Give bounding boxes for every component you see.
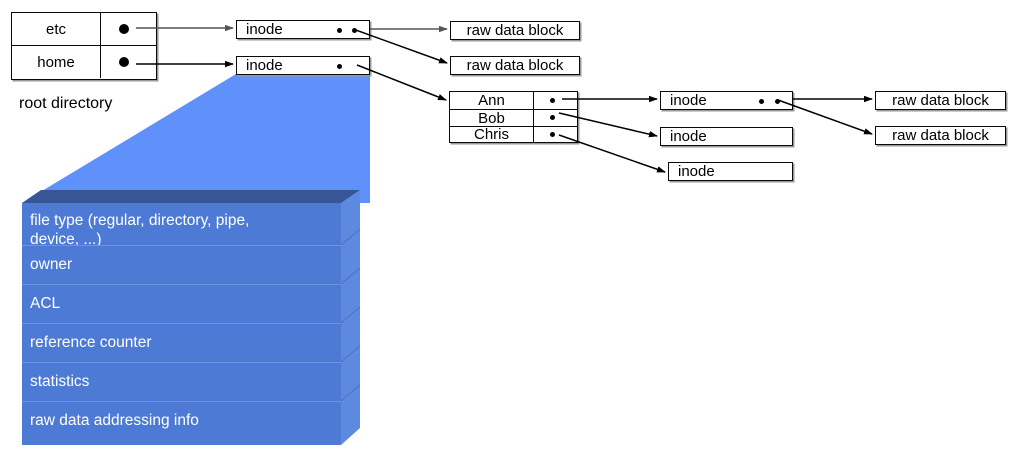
- inode-field-file-type[interactable]: file type (regular, directory, pipe, dev…: [22, 203, 341, 248]
- pointer-dot-icon: [119, 24, 129, 34]
- arrow-home-inode-to-dir: [356, 64, 447, 101]
- pointer-dot-icon: [550, 132, 555, 137]
- home-entry-pointer-ann[interactable]: [534, 92, 577, 109]
- inode-field-label: reference counter: [30, 334, 152, 351]
- raw-data-block-label: raw data block: [892, 127, 989, 144]
- home-entry-name-chris: Chris: [450, 126, 534, 143]
- inode-label: inode: [246, 21, 283, 38]
- home-directory-table: Ann Bob Chris: [449, 91, 578, 143]
- inode-label: inode: [670, 128, 707, 145]
- table-row[interactable]: home: [12, 45, 156, 78]
- inode-field-statistics[interactable]: statistics: [22, 362, 341, 401]
- raw-data-block-ann-2[interactable]: raw data block: [875, 126, 1006, 145]
- inode-field-owner[interactable]: owner: [22, 245, 341, 284]
- inode-field-label-line2: device, ...): [30, 231, 102, 248]
- inode-field-label: raw data addressing info: [30, 412, 199, 429]
- raw-data-block-etc-2[interactable]: raw data block: [450, 56, 580, 75]
- inode-box-home[interactable]: inode: [236, 56, 370, 75]
- home-entry-name-ann: Ann: [450, 92, 534, 109]
- inode-box-bob[interactable]: inode: [660, 127, 793, 146]
- home-entry-pointer-bob[interactable]: [534, 110, 577, 126]
- inode-label: inode: [670, 92, 707, 109]
- inode-field-label: ACL: [30, 295, 61, 312]
- raw-data-block-label: raw data block: [466, 22, 564, 39]
- inode-box-chris[interactable]: inode: [668, 162, 793, 181]
- inode-field-reference-counter[interactable]: reference counter: [22, 323, 341, 362]
- pointer-dot-icon: [550, 115, 555, 120]
- raw-data-block-label: raw data block: [892, 92, 989, 109]
- callout-wedge: [22, 74, 370, 203]
- inode-pointer-dot-icon: [775, 99, 780, 104]
- inode-label: inode: [246, 57, 283, 74]
- home-entry-name-bob: Bob: [450, 110, 534, 127]
- raw-data-block-etc-1[interactable]: raw data block: [450, 21, 580, 40]
- root-directory-table: etc home: [11, 12, 157, 80]
- inode-field-raw-data-addressing[interactable]: raw data addressing info: [22, 401, 341, 445]
- inode-field-label: owner: [30, 256, 73, 273]
- inode-pointer-dot-icon: [337, 28, 342, 33]
- root-directory-caption: root directory: [19, 95, 113, 112]
- inode-label: inode: [678, 163, 715, 180]
- root-entry-pointer-home[interactable]: [101, 46, 156, 78]
- inode-box-ann[interactable]: inode: [660, 91, 793, 110]
- inode-field-label: statistics: [30, 373, 90, 390]
- inode-pointer-dot-icon: [759, 99, 764, 104]
- inode-field-acl[interactable]: ACL: [22, 284, 341, 323]
- stack-side-separators: [340, 228, 361, 402]
- root-entry-name-home: home: [12, 46, 101, 78]
- pointer-dot-icon: [550, 98, 555, 103]
- inode-contents-stack: file type (regular, directory, pipe, dev…: [0, 190, 380, 464]
- root-entry-pointer-etc[interactable]: [101, 13, 156, 45]
- home-entry-pointer-chris[interactable]: [534, 127, 577, 142]
- table-row[interactable]: Ann: [450, 92, 577, 109]
- pointer-dot-icon: [119, 57, 129, 67]
- raw-data-block-ann-1[interactable]: raw data block: [875, 91, 1006, 110]
- stack-side-face: [341, 190, 360, 445]
- table-row[interactable]: Bob: [450, 109, 577, 127]
- table-row[interactable]: Chris: [450, 126, 577, 143]
- table-row[interactable]: etc: [12, 13, 156, 45]
- inode-field-label-line1: file type (regular, directory, pipe,: [30, 212, 250, 229]
- inode-pointer-dot-icon: [352, 28, 357, 33]
- root-entry-name-etc: etc: [12, 13, 101, 45]
- inode-box-etc[interactable]: inode: [236, 20, 370, 39]
- raw-data-block-label: raw data block: [466, 57, 564, 74]
- stack-top-face: [22, 190, 360, 203]
- inode-pointer-dot-icon: [337, 64, 342, 69]
